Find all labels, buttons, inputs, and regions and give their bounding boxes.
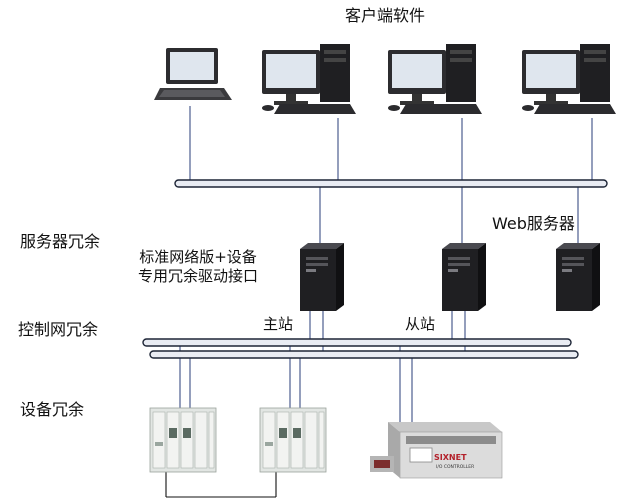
redundant-driver-label: 标准网络版+设备 专用冗余驱动接口 <box>118 248 278 286</box>
io-controller-icon: SIXNET I/O CONTROLLER <box>370 422 503 479</box>
control-net-bus-a <box>142 338 572 347</box>
io-controller-brand: SIXNET <box>434 453 467 462</box>
web-server-label: Web服务器 <box>492 214 575 233</box>
driver-label-line2: 专用冗余驱动接口 <box>137 266 258 285</box>
connection-lines <box>165 106 593 498</box>
backup-server-tower-icon <box>442 243 486 311</box>
main-server-tower-icon <box>300 243 344 311</box>
driver-label-line1: 标准网络版+设备 <box>139 248 257 266</box>
web-server-tower-icon <box>556 243 600 311</box>
desktop-computer-icon <box>262 44 356 114</box>
client-network-bus <box>174 179 608 188</box>
desktop-computer-icon <box>522 44 616 114</box>
plc-rack-icon <box>149 407 217 473</box>
client-software-label: 客户端软件 <box>345 6 426 25</box>
backup-station-label: 从站 <box>405 315 436 333</box>
device-redundancy-label: 设备冗余 <box>20 400 85 419</box>
server-redundancy-label: 服务器冗余 <box>20 232 101 251</box>
io-controller-subtitle: I/O CONTROLLER <box>436 464 474 470</box>
main-station-label: 主站 <box>263 315 294 333</box>
laptop-icon <box>154 48 232 100</box>
control-net-redundancy-label: 控制网冗余 <box>18 320 99 339</box>
plc-rack-icon <box>259 407 327 473</box>
control-net-bus-b <box>149 350 579 359</box>
desktop-computer-icon <box>388 44 482 114</box>
